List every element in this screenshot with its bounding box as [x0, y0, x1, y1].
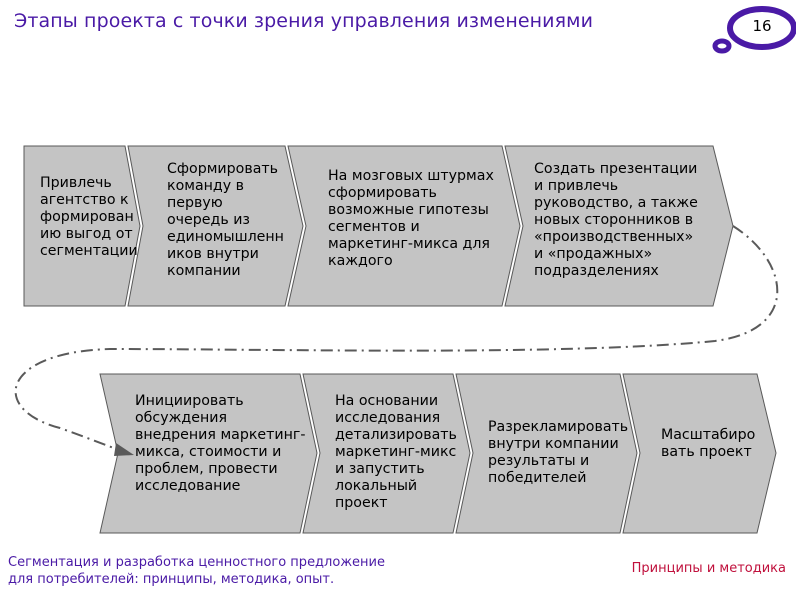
- row2-steps: [99, 373, 777, 534]
- footer-section-label: Принципы и методика: [631, 561, 786, 576]
- step-2-shape: [127, 145, 304, 307]
- page-number: 16: [752, 17, 772, 35]
- step-4-shape: [504, 145, 734, 307]
- brand-logo-icon: [712, 6, 796, 54]
- step-7-shape: [455, 373, 638, 534]
- step-3-shape: [287, 145, 521, 307]
- step-1-shape: [23, 145, 141, 307]
- step-8-shape: [622, 373, 777, 534]
- page-title: Этапы проекта с точки зрения управления …: [14, 10, 594, 32]
- connector-arrowhead: [114, 443, 134, 456]
- row1-steps: [23, 145, 734, 307]
- footer-subtitle: Сегментация и разработка ценностного пре…: [8, 555, 385, 587]
- step-6-shape: [302, 373, 471, 534]
- flow-connector: [14, 225, 779, 452]
